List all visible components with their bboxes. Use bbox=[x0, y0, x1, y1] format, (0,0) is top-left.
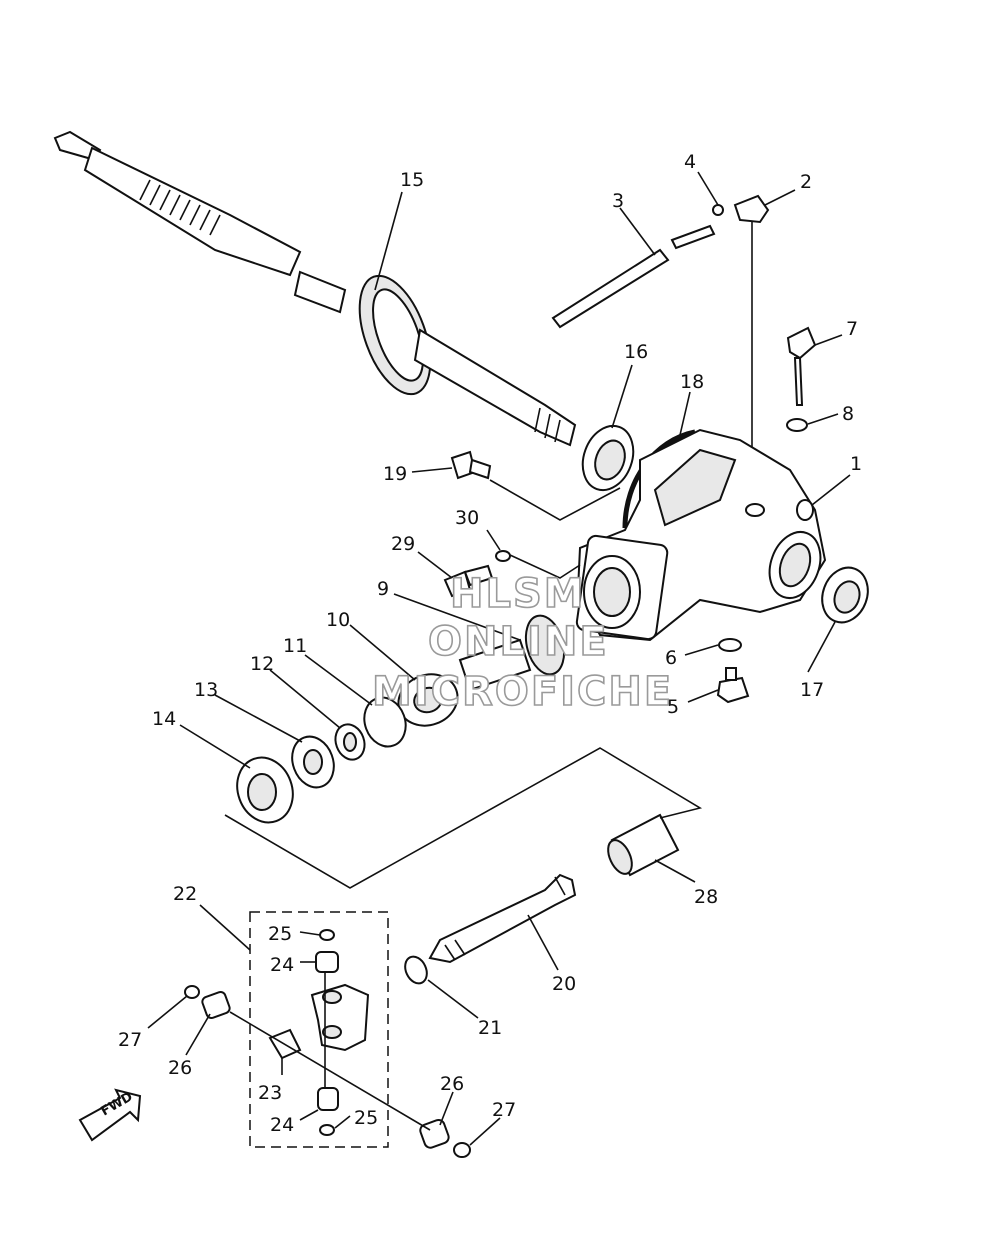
callout-22: 22 bbox=[173, 883, 197, 905]
part-24-bearing-upper bbox=[315, 951, 339, 973]
part-10-bearing bbox=[397, 673, 459, 727]
part-2-breather-elbow bbox=[733, 194, 770, 224]
callout-6: 6 bbox=[665, 647, 677, 669]
part-12-oil-seal bbox=[334, 723, 366, 761]
watermark-line-2: ONLINE bbox=[428, 619, 609, 665]
part-8-o-ring bbox=[786, 418, 808, 432]
callout-27-left: 27 bbox=[118, 1029, 142, 1051]
part-22-universal-joint-group bbox=[249, 911, 389, 1148]
part-20-drive-shaft bbox=[428, 873, 577, 964]
callout-21: 21 bbox=[478, 1017, 502, 1039]
callout-5: 5 bbox=[667, 696, 679, 718]
callout-19: 19 bbox=[383, 463, 407, 485]
part-16-oil-seal bbox=[581, 424, 635, 492]
callout-13: 13 bbox=[194, 679, 218, 701]
callout-24-lower: 24 bbox=[270, 1114, 294, 1136]
part-25-circlip-upper bbox=[319, 929, 335, 941]
part-26-bearing-left bbox=[201, 990, 231, 1020]
callout-8: 8 bbox=[842, 403, 854, 425]
part-14-bearing-retainer bbox=[236, 756, 294, 824]
callout-27-right: 27 bbox=[492, 1099, 516, 1121]
part-7-plug bbox=[786, 326, 817, 406]
callout-24-upper: 24 bbox=[270, 954, 294, 976]
part-27-circlip-right bbox=[453, 1142, 471, 1158]
part-27-circlip-left bbox=[184, 985, 200, 999]
callout-14: 14 bbox=[152, 708, 176, 730]
part-5-drain-bolt bbox=[716, 667, 750, 704]
callout-25-upper: 25 bbox=[268, 923, 292, 945]
watermark-line-3: MICROFICHE bbox=[372, 669, 673, 715]
callout-25-lower: 25 bbox=[354, 1107, 378, 1129]
part-26-bearing-right bbox=[419, 1118, 450, 1149]
callout-12: 12 bbox=[250, 653, 274, 675]
callout-28: 28 bbox=[694, 886, 718, 908]
fwd-arrow: FWD bbox=[78, 1088, 142, 1142]
callout-leaders bbox=[147, 171, 851, 1146]
callout-29: 29 bbox=[391, 533, 415, 555]
callout-9: 9 bbox=[377, 578, 389, 600]
part-9-pinion-gear bbox=[458, 614, 566, 692]
part-3-breather-hose bbox=[551, 224, 716, 329]
callout-10: 10 bbox=[326, 609, 350, 631]
callout-16: 16 bbox=[624, 341, 648, 363]
part-25-circlip-lower bbox=[319, 1124, 335, 1136]
part-23-yoke bbox=[310, 983, 370, 1052]
watermark: HLSM ONLINE MICROFICHE bbox=[371, 570, 673, 716]
part-15-axle-shaft bbox=[53, 130, 577, 447]
callout-1: 1 bbox=[850, 453, 862, 475]
callout-labels: 15 3 4 2 7 8 16 18 19 1 30 29 9 10 11 12… bbox=[118, 151, 862, 1136]
part-4-hose-clip bbox=[712, 204, 724, 216]
part-28-coupling-gear bbox=[607, 813, 680, 877]
part-19-bolt bbox=[450, 450, 492, 480]
part-17-oil-seal bbox=[821, 566, 869, 624]
part-21-circlip bbox=[404, 955, 428, 985]
callout-4: 4 bbox=[684, 151, 696, 173]
callout-15: 15 bbox=[400, 169, 424, 191]
callout-18: 18 bbox=[680, 371, 704, 393]
part-1-final-gear-case bbox=[575, 428, 827, 642]
assembly-lines bbox=[224, 479, 703, 1131]
callout-3: 3 bbox=[612, 190, 624, 212]
part-30-washer bbox=[495, 550, 511, 562]
part-24-bearing-lower bbox=[317, 1087, 339, 1111]
callout-20: 20 bbox=[552, 973, 576, 995]
callout-26-left: 26 bbox=[168, 1057, 192, 1079]
callout-26-right: 26 bbox=[440, 1073, 464, 1095]
callout-11: 11 bbox=[283, 635, 307, 657]
part-11-o-ring bbox=[363, 696, 407, 748]
callout-2: 2 bbox=[800, 171, 812, 193]
watermark-line-1: HLSM bbox=[450, 571, 586, 617]
part-13-bearing bbox=[291, 735, 335, 789]
callout-7: 7 bbox=[846, 318, 858, 340]
part-6-gasket bbox=[718, 638, 742, 652]
callout-23: 23 bbox=[258, 1082, 282, 1104]
callout-30: 30 bbox=[455, 507, 479, 529]
callout-17: 17 bbox=[800, 679, 824, 701]
